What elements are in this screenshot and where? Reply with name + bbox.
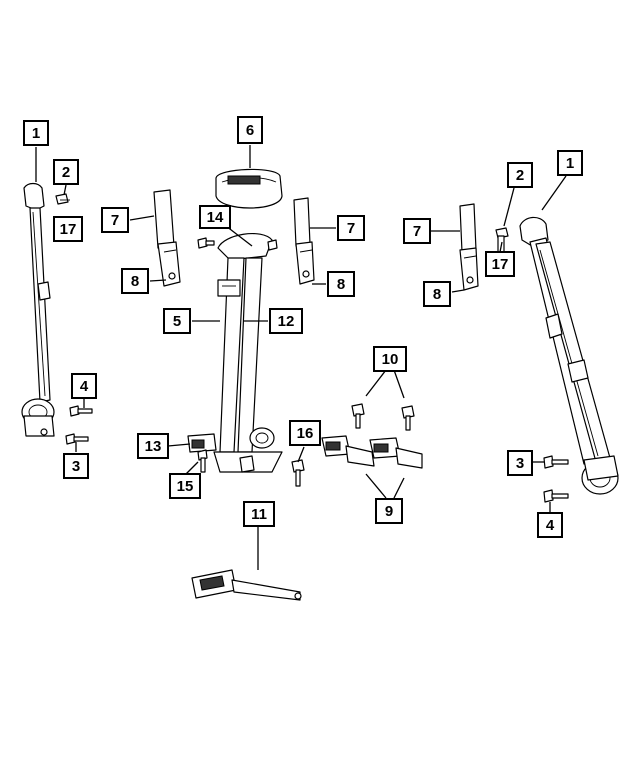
left-upper-bolt [69,405,93,417]
left-shoulder-bolt [55,193,70,205]
callout-11: 11 [243,501,275,527]
svg-text:7: 7 [111,212,119,229]
svg-text:14: 14 [207,209,224,226]
svg-text:9: 9 [385,503,393,520]
upper-center-bolts [197,237,278,251]
callout-8-center-left: 8 [121,268,149,294]
svg-text:16: 16 [297,425,314,442]
right-retractor-assembly [519,216,619,495]
left-lower-bolt [65,433,89,445]
right-lower-bolt [543,489,569,503]
right-shoulder-bolt [495,227,509,255]
callout-14: 14 [199,205,231,229]
buckle-pair-9 [321,435,423,469]
callout-2-right: 2 [507,162,533,188]
svg-text:15: 15 [177,478,194,495]
callout-4-left: 4 [71,373,97,399]
svg-text:10: 10 [382,351,399,368]
svg-text:1: 1 [566,155,574,172]
callout-2-left: 2 [53,159,79,185]
svg-text:8: 8 [433,286,441,303]
center-lap-belt [191,569,302,601]
svg-text:3: 3 [516,455,524,472]
center-buckle [187,433,217,453]
callout-1-left: 1 [23,120,49,146]
callout-10: 10 [373,346,407,372]
svg-text:17: 17 [60,221,77,238]
svg-text:6: 6 [246,122,254,139]
svg-text:8: 8 [131,273,139,290]
leader-lines [35,145,567,570]
callout-1-right: 1 [557,150,583,176]
buckle-bolt [197,449,208,473]
callout-17-right: 17 [485,251,515,277]
left-retractor-assembly [21,182,55,437]
callout-16: 16 [289,420,321,446]
callout-12: 12 [269,308,303,334]
callout-7-center-left: 7 [101,207,129,233]
svg-text:2: 2 [62,164,70,181]
callout-17-left: 17 [53,216,83,242]
svg-text:4: 4 [546,517,555,534]
head-restraint [215,168,283,209]
svg-text:2: 2 [516,167,524,184]
svg-text:4: 4 [80,378,89,395]
callout-7-center-right: 7 [337,215,365,241]
callout-8-right: 8 [423,281,451,307]
center-left-guide-strap [153,189,181,287]
callout-4-right: 4 [537,512,563,538]
callout-15: 15 [169,473,201,499]
anchor-bolt-16 [291,459,305,487]
center-right-guide-strap [293,197,315,285]
callout-13: 13 [137,433,169,459]
svg-text:8: 8 [337,276,345,293]
callout-3-left: 3 [63,453,89,479]
callout-7-right: 7 [403,218,431,244]
callout-8-center-right: 8 [327,271,355,297]
svg-text:11: 11 [251,506,267,523]
right-guide-strap [459,203,479,291]
bolts-10 [351,403,415,431]
svg-text:1: 1 [32,125,40,142]
callout-3-right: 3 [507,450,533,476]
callout-9: 9 [375,498,403,524]
callout-6: 6 [237,116,263,144]
right-upper-bolt [543,455,569,469]
svg-text:13: 13 [145,438,162,455]
svg-text:17: 17 [492,256,509,273]
svg-text:3: 3 [72,458,80,475]
callout-5: 5 [163,308,191,334]
center-belt-assembly [213,233,283,473]
svg-text:12: 12 [278,313,295,330]
svg-text:7: 7 [413,223,421,240]
svg-text:5: 5 [173,313,181,330]
svg-text:7: 7 [347,220,355,237]
